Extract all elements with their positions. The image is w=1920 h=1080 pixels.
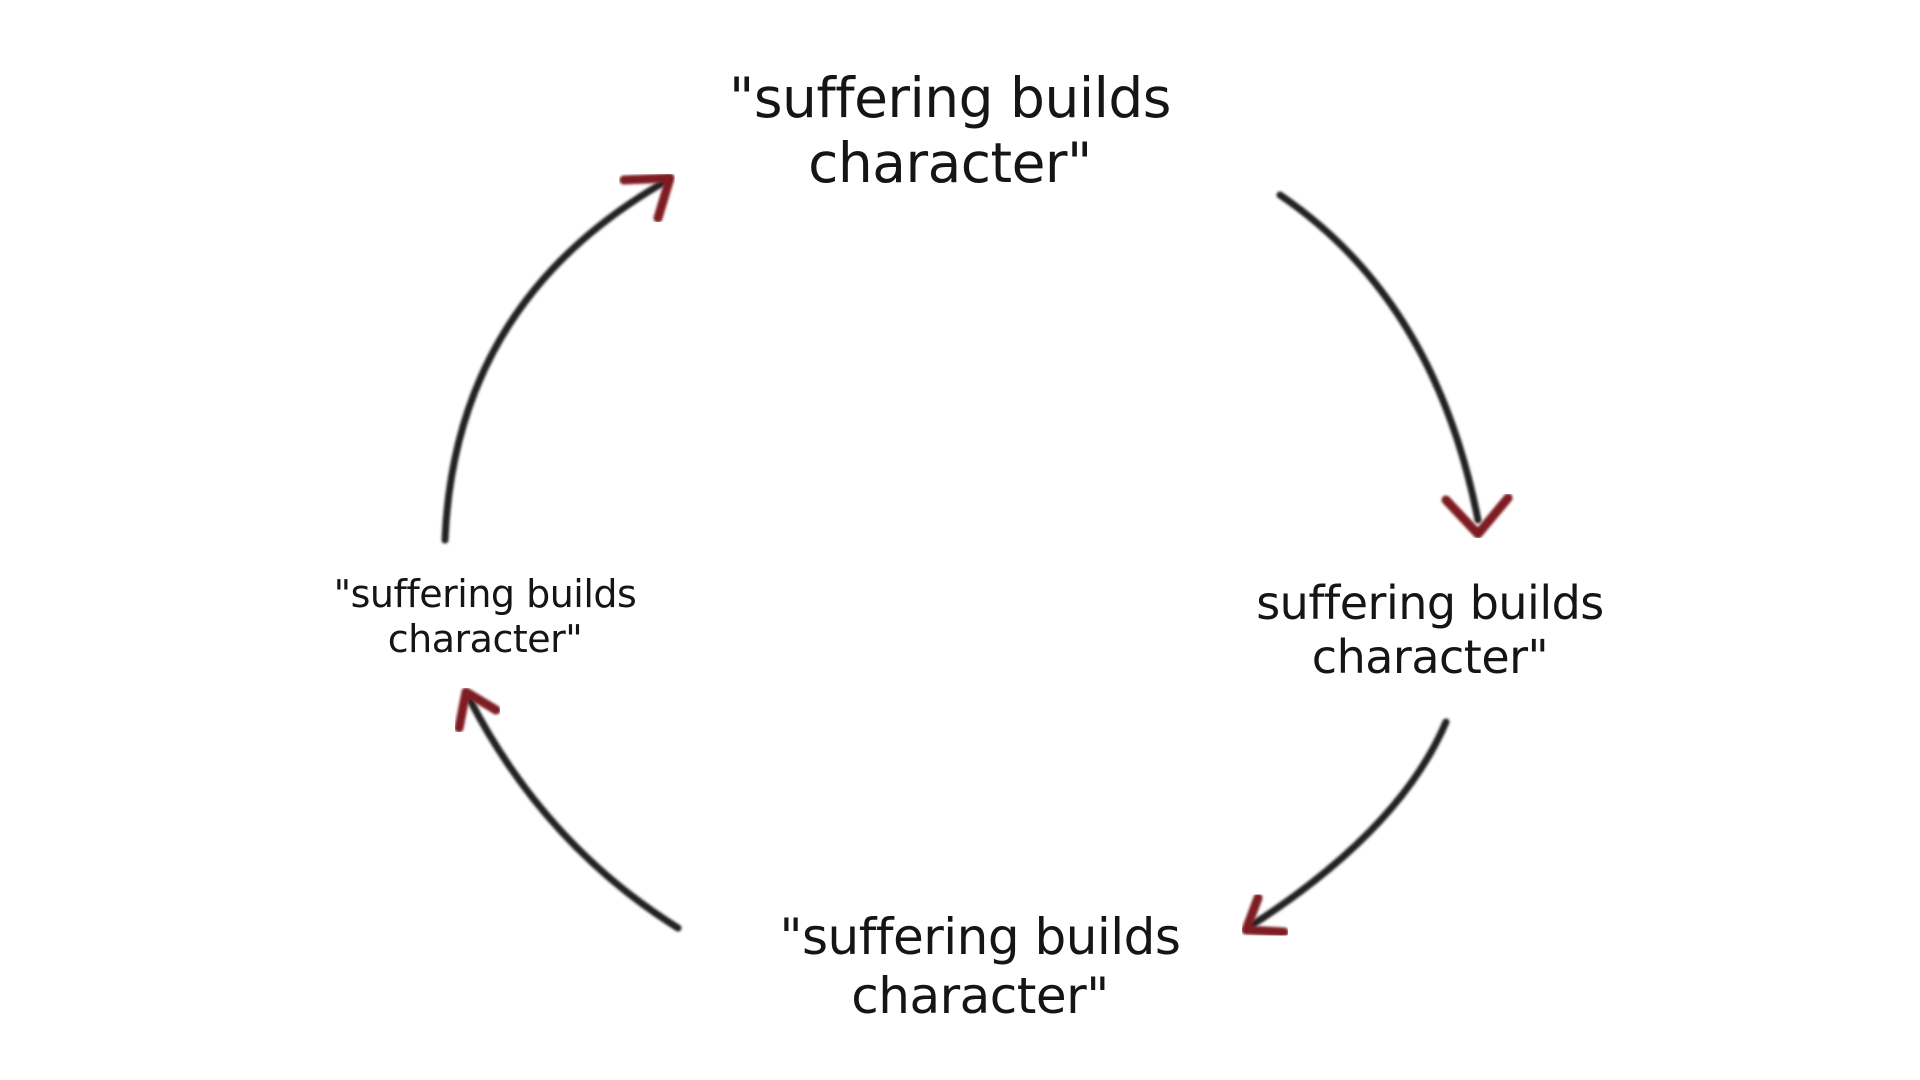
arrow-left-to-top	[441, 173, 675, 544]
cycle-node-top-line-1: "suffering builds	[729, 66, 1171, 130]
cycle-node-left: "suffering builds character"	[300, 572, 670, 662]
cycle-node-bottom: "suffering builds character"	[750, 908, 1210, 1026]
cycle-node-right-line-1: suffering builds	[1256, 576, 1604, 630]
cycle-node-top: "suffering builds character"	[690, 66, 1210, 196]
cycle-node-bottom-line-1: "suffering builds	[779, 908, 1181, 966]
cycle-node-bottom-line-2: character"	[851, 967, 1109, 1025]
arrow-right-to-bottom	[1241, 718, 1450, 937]
cycle-node-right-line-2: character"	[1311, 630, 1549, 685]
arrow-top-to-right	[1276, 191, 1513, 539]
cycle-node-top-line-2: character"	[808, 130, 1092, 195]
cycle-node-left-line-2: character"	[387, 616, 583, 661]
cycle-node-right: suffering builds character"	[1220, 576, 1640, 685]
cycle-node-left-line-1: "suffering builds	[333, 572, 637, 616]
arrow-bottom-to-left	[454, 687, 682, 932]
